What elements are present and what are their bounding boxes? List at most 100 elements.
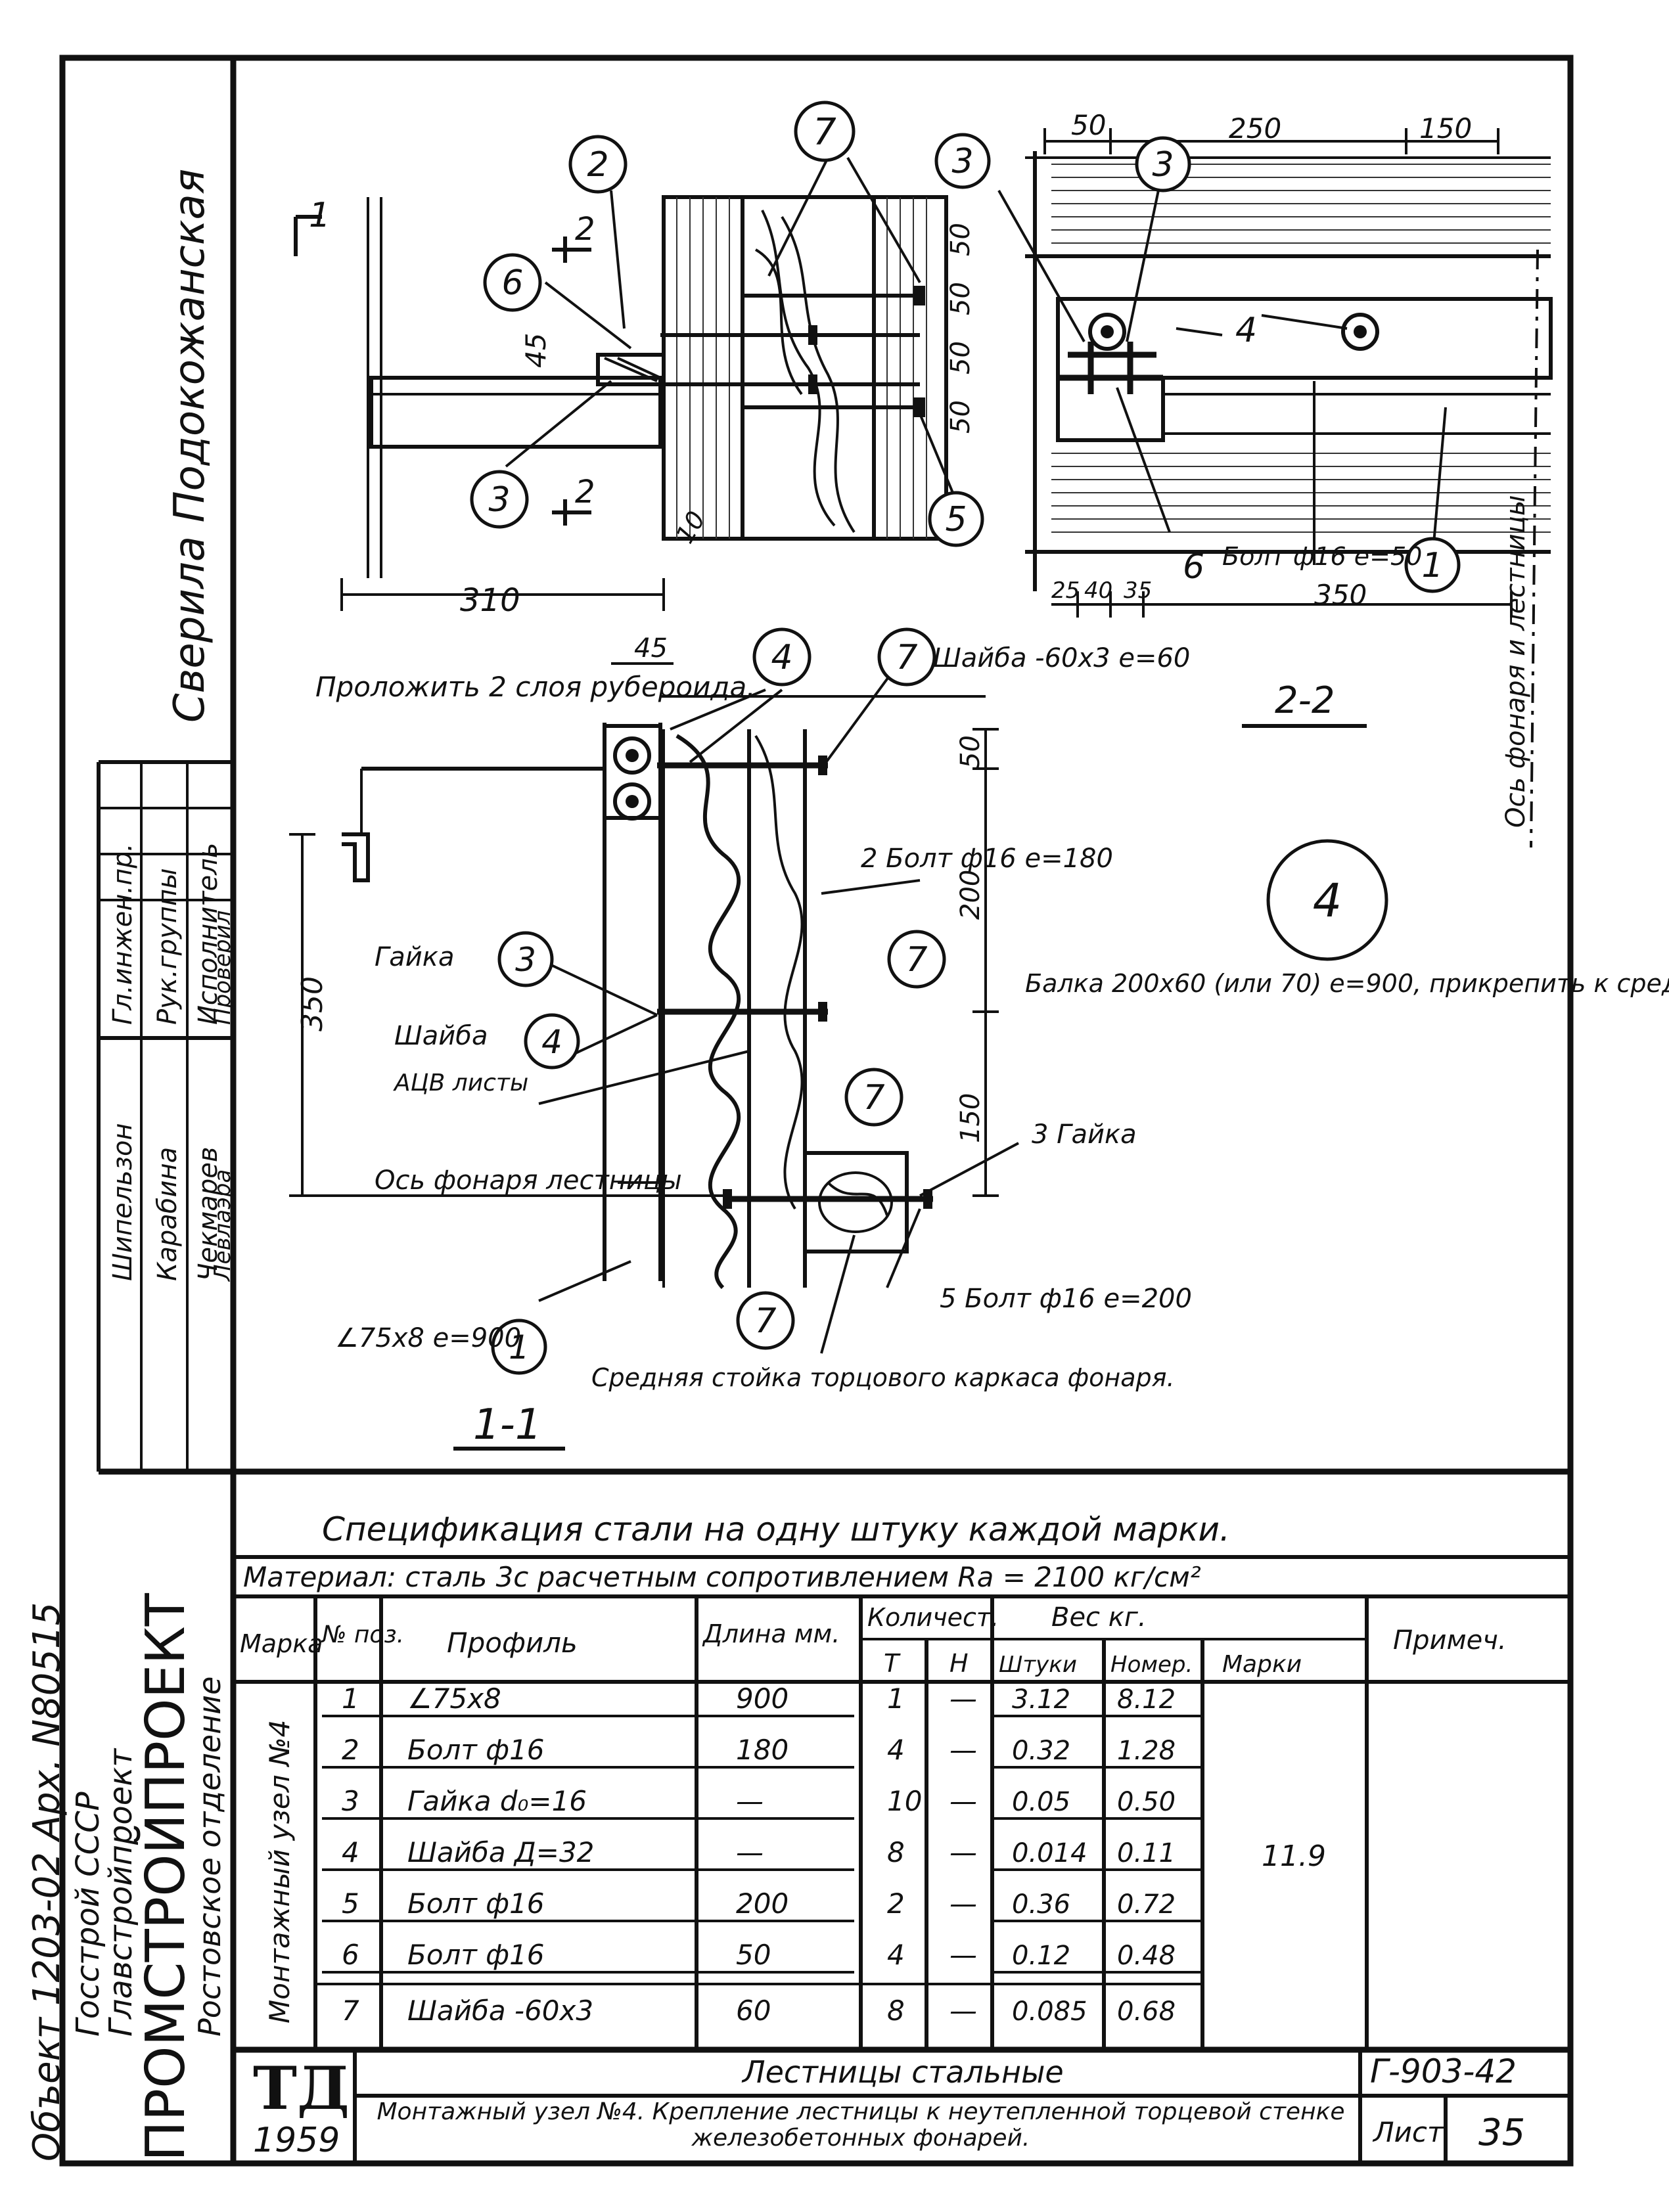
spec-row-t: 4	[887, 1734, 905, 1766]
section-1-1-nut-3-label: 3 Гайка	[1032, 1119, 1137, 1150]
section-1-1-washer-label: Шайба -60х3 е=60	[933, 643, 1190, 673]
callout-plan-3b: 3	[951, 142, 973, 181]
title-block-year: 1959	[253, 2121, 340, 2160]
spec-mark-name: Монтажный узел №4	[263, 1720, 296, 2023]
spec-mark-weight: 11.9	[1262, 1840, 1326, 1873]
name-1: Карабина	[152, 1147, 183, 1281]
section-2-2-dim-250: 250	[1229, 112, 1281, 145]
name-0: Шипельзон	[108, 1123, 138, 1281]
outer-frame	[59, 55, 1574, 2167]
spec-row-n: —	[949, 1785, 977, 1817]
org-branch: Ростовское отделение	[192, 1677, 227, 2037]
spec-header-total: Номер.	[1110, 1652, 1193, 1678]
callout-circle	[794, 101, 856, 162]
callout-circle-large	[1266, 839, 1388, 961]
spec-row-pos: 4	[342, 1836, 359, 1868]
spec-title: Спецификация стали на одну штуку каждой …	[322, 1510, 1230, 1548]
spec-row-pos: 6	[342, 1939, 359, 1971]
object-code: Объект 1203-02 Арх. N80515	[26, 1602, 68, 2161]
spec-row-t: 8	[887, 1995, 905, 2027]
callout-circle	[752, 627, 812, 687]
spec-table-grid	[233, 1555, 1570, 2053]
spec-row-t: 8	[887, 1836, 905, 1868]
spec-row-total: 1.28	[1117, 1736, 1176, 1766]
spec-row-piece: 0.32	[1012, 1736, 1070, 1766]
callout-plan-2: 2	[587, 145, 608, 185]
callout-circle	[1135, 136, 1191, 192]
callout-2-2-1: 1	[1421, 546, 1443, 585]
section-1-1-washer-short: Шайба	[394, 1021, 488, 1051]
title-block-logo: ТД	[253, 2054, 350, 2123]
callout-1-1-7a: 7	[896, 638, 917, 677]
title-block-description: Монтажный узел №4. Крепление лестницы к …	[377, 2099, 1345, 2152]
spec-row-profile: Шайба -60х3	[407, 1995, 593, 2027]
callout-1-1-nut: 3	[515, 941, 536, 979]
section-1-1-asb-sheets: АЦВ листы	[393, 1070, 528, 1096]
callout-circle	[470, 470, 529, 529]
spec-row-piece: 0.014	[1012, 1838, 1087, 1868]
left-strip-grid	[97, 760, 233, 1475]
section-1-1-dim-50: 50	[955, 735, 986, 769]
spec-row-total: 0.11	[1117, 1838, 1176, 1868]
callout-circle	[497, 931, 554, 987]
section-1-1-dim-150: 150	[955, 1093, 986, 1143]
plan-section-2-bottom: 2	[575, 474, 595, 510]
spec-row-total: 8.12	[1117, 1684, 1176, 1715]
spec-header-pos: № поз.	[321, 1621, 404, 1648]
spec-row-n: —	[949, 1939, 977, 1971]
spec-row-total: 0.50	[1117, 1787, 1176, 1817]
spec-row-length: —	[736, 1785, 764, 1817]
spec-row-n: —	[949, 1887, 977, 1920]
name-3: Левлаэра	[210, 1169, 236, 1282]
callout-plan-7: 7	[813, 111, 836, 154]
spec-row-length: —	[736, 1836, 764, 1868]
spec-material: Материал: сталь 3с расчетным сопротивлен…	[243, 1561, 1201, 1593]
title-block-grid	[353, 2050, 1570, 2163]
verifier-name: Сверила Подокожанская	[166, 169, 214, 723]
spec-row-length: 60	[736, 1995, 771, 2027]
section-1-1-note-4: Балка 200х60 (или 70) е=900, прикрепить …	[1025, 969, 1669, 998]
callout-1-1-7b: 7	[905, 940, 927, 980]
role-0: Гл.инжен.пр.	[108, 844, 138, 1025]
spec-row-pos: 7	[342, 1995, 359, 2027]
plan-dim-50-d: 50	[946, 400, 976, 434]
org-line1: Госстрой СССР	[70, 1792, 106, 2037]
spec-row-pos: 3	[342, 1785, 359, 1817]
callout-plan-6: 6	[501, 263, 523, 303]
section-2-2-drawing	[997, 128, 1553, 848]
plan-section-1-label: 1	[309, 196, 331, 235]
callout-plan-3: 3	[488, 480, 510, 520]
spec-row-total: 0.48	[1117, 1941, 1176, 1971]
spec-header-t: Т	[884, 1649, 901, 1678]
callout-plan-5: 5	[945, 500, 967, 539]
plan-dim-50-a: 50	[946, 223, 976, 256]
section-2-2-dim-50: 50	[1071, 109, 1106, 141]
spec-row-piece: 0.085	[1012, 1997, 1087, 2027]
spec-row-profile: Шайба Д=32	[407, 1836, 594, 1868]
title-block-title: Лестницы стальные	[741, 2054, 1064, 2090]
section-1-1-dim-200: 200	[955, 870, 986, 920]
section-1-1-dim-350: 350	[296, 976, 329, 1031]
spec-row-total: 0.72	[1117, 1889, 1176, 1920]
callout-1-1-7c: 7	[863, 1078, 884, 1117]
plan-dim-50-b: 50	[946, 282, 976, 315]
callout-circle	[887, 930, 946, 989]
spec-row-profile: Гайка d₀=16	[407, 1785, 587, 1817]
role-1: Рук.группы	[152, 868, 183, 1025]
section-1-1-rack-label: Средняя стойка торцового каркаса фонаря.	[591, 1363, 1175, 1392]
spec-header-length: Длина мм.	[702, 1619, 840, 1648]
spec-header-mark-w: Марки	[1222, 1651, 1302, 1678]
section-1-1-bolt-5-label: 5 Болт ф16 е=200	[940, 1284, 1192, 1314]
plan-dim-50-c: 50	[946, 341, 976, 374]
spec-row-pos: 1	[342, 1682, 359, 1715]
callout-circle	[568, 135, 628, 194]
spec-row-profile: Болт ф16	[407, 1887, 545, 1920]
section-1-1-lay-note: Проложить 2 слоя рубероида.	[315, 671, 756, 703]
section-2-2-title: 2-2	[1275, 679, 1335, 722]
callout-circle	[928, 491, 984, 547]
spec-row-underlines	[315, 1715, 1202, 1985]
section-2-2-bolt-label: Болт ф16 е=50	[1222, 542, 1422, 571]
org-line2: Главстройпроект	[103, 1748, 139, 2037]
callout-circle	[736, 1291, 795, 1350]
